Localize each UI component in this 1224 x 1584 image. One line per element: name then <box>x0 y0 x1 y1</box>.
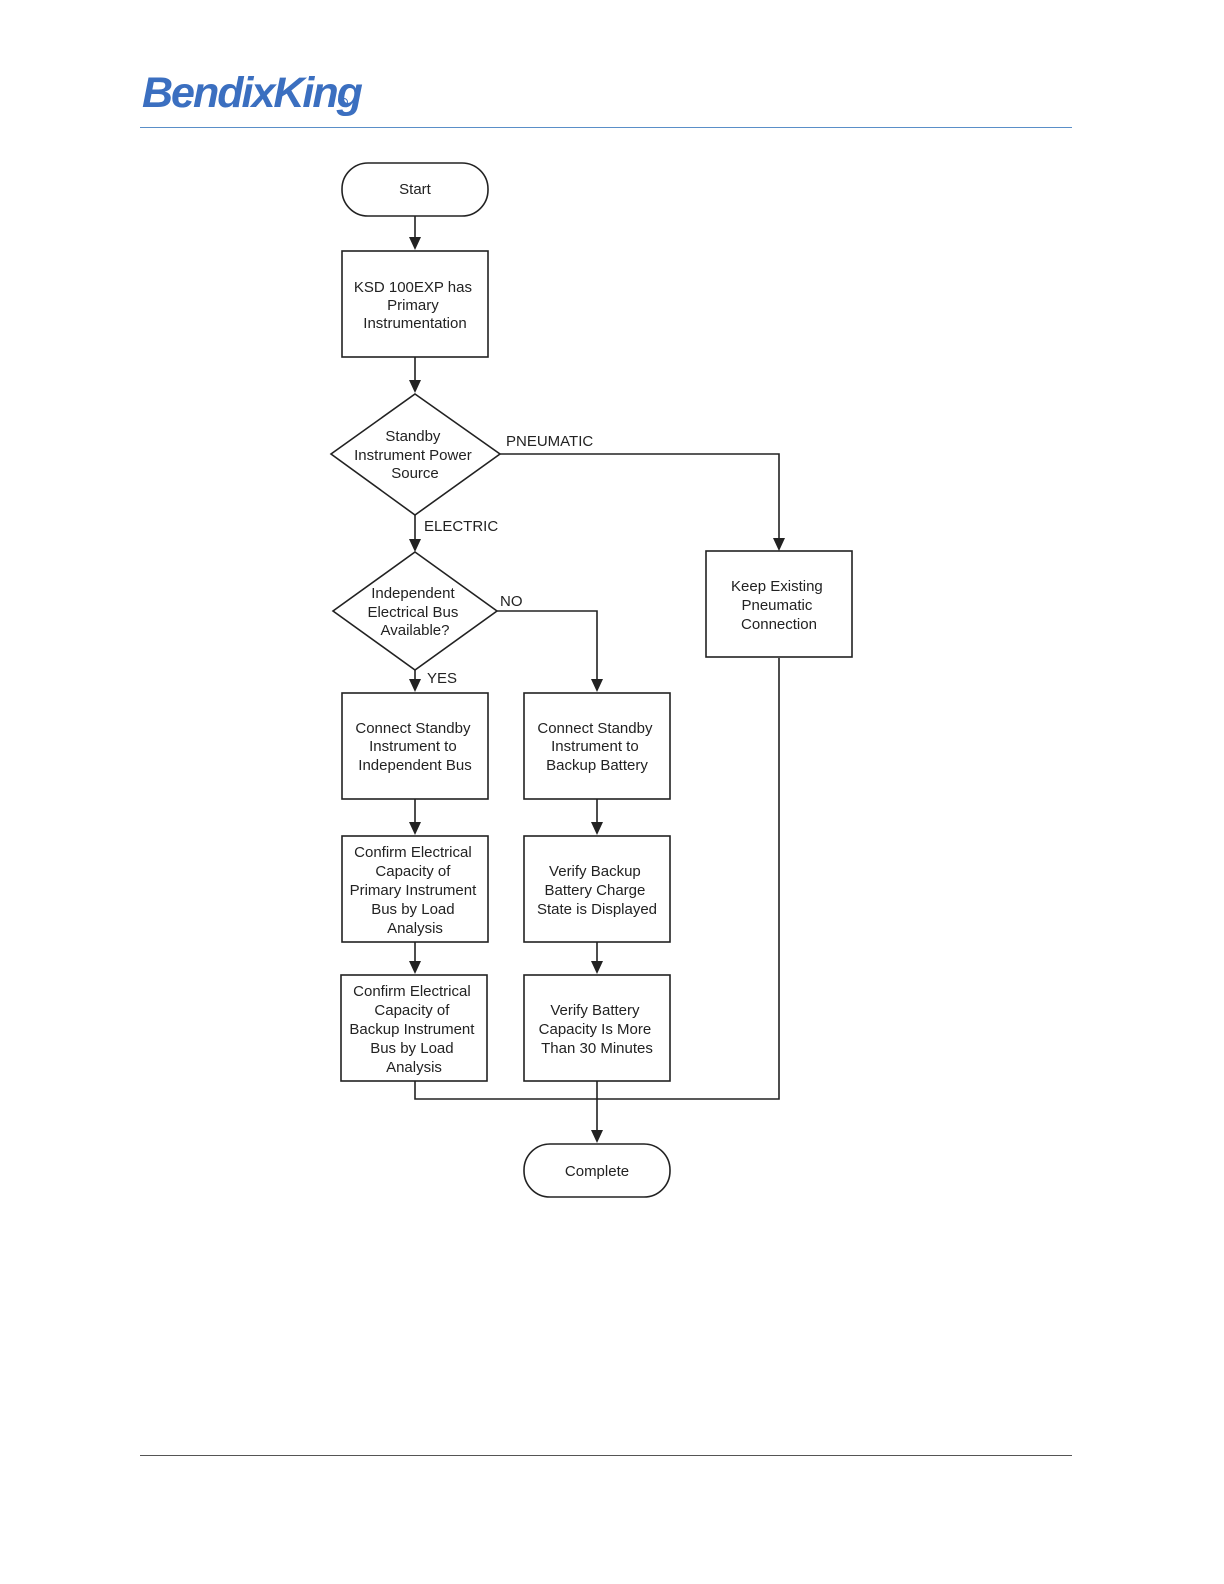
arrowhead-icon <box>409 380 421 393</box>
bus-available-label: Independent Electrical Bus Available? <box>367 585 462 639</box>
footer-rule <box>140 1455 1072 1456</box>
connector-no <box>497 610 598 682</box>
arrowhead-icon <box>409 822 421 835</box>
yes-branch-label: YES <box>427 670 457 687</box>
electric-branch-label: ELECTRIC <box>424 518 498 535</box>
verify-charge-box: Verify Backup Battery Charge State is Di… <box>523 835 671 943</box>
power-source-label: Standby Instrument Power Source <box>354 428 476 482</box>
arrowhead-icon <box>591 679 603 692</box>
connect-backup-label: Connect Standby Instrument to Backup Bat… <box>537 720 656 774</box>
pneumatic-branch-label: PNEUMATIC <box>506 433 593 450</box>
arrowhead-icon <box>773 538 785 551</box>
arrowhead-icon <box>409 237 421 250</box>
confirm-backup-label: Confirm Electrical Capacity of Backup In… <box>349 983 478 1076</box>
verify-capacity-box: Verify Battery Capacity Is More Than 30 … <box>523 974 671 1082</box>
arrowhead-icon <box>409 961 421 974</box>
arrowhead-icon <box>591 822 603 835</box>
primary-instrumentation-label: KSD 100EXP has Primary Instrumentation <box>354 279 476 332</box>
keep-pneumatic-label: Keep Existing Pneumatic Connection <box>731 578 827 633</box>
verify-charge-label: Verify Backup Battery Charge State is Di… <box>537 863 657 918</box>
start-label: Start <box>399 181 432 198</box>
complete-terminal: Complete <box>523 1143 671 1198</box>
header-rule <box>140 127 1072 128</box>
keep-pneumatic-box: Keep Existing Pneumatic Connection <box>705 550 853 658</box>
logo-wordmark: BendixKing <box>142 69 363 117</box>
arrowhead-icon <box>409 679 421 692</box>
confirm-backup-box: Confirm Electrical Capacity of Backup In… <box>340 974 488 1082</box>
registered-mark-icon <box>340 98 348 106</box>
arrowhead-icon <box>409 539 421 552</box>
power-source-decision: Standby Instrument Power Source <box>329 393 502 516</box>
primary-instrumentation-box: KSD 100EXP has Primary Instrumentation <box>341 250 489 358</box>
confirm-primary-box: Confirm Electrical Capacity of Primary I… <box>341 835 489 943</box>
connect-independent-box: Connect Standby Instrument to Independen… <box>341 692 489 800</box>
connector-pneumatic <box>500 453 780 541</box>
complete-label: Complete <box>565 1163 629 1180</box>
no-branch-label: NO <box>500 593 523 610</box>
start-terminal: Start <box>341 162 489 217</box>
bendixking-logo: BendixKing <box>142 69 365 117</box>
verify-capacity-label: Verify Battery Capacity Is More Than 30 … <box>539 1002 656 1057</box>
confirm-primary-label: Confirm Electrical Capacity of Primary I… <box>350 844 481 937</box>
connect-independent-label: Connect Standby Instrument to Independen… <box>355 720 474 774</box>
arrowhead-icon <box>591 961 603 974</box>
connect-backup-box: Connect Standby Instrument to Backup Bat… <box>523 692 671 800</box>
arrowhead-icon <box>591 1130 603 1143</box>
arrowheads <box>409 237 785 1143</box>
bus-available-decision: Independent Electrical Bus Available? <box>331 551 499 671</box>
